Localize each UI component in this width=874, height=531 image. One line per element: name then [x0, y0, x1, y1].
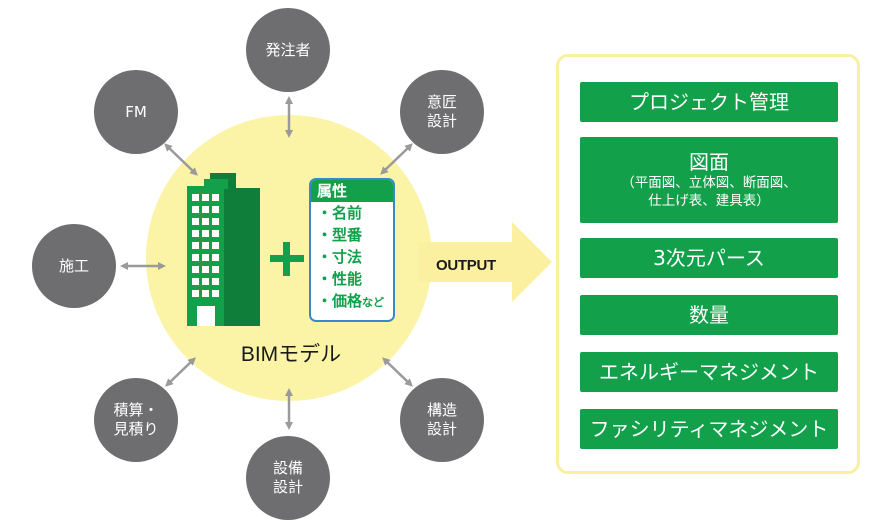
attribute-text: 寸法	[332, 248, 363, 266]
output-item-project-management: プロジェクト管理	[580, 82, 838, 122]
attribute-text: 価格	[332, 292, 363, 310]
node-cost-estimation: 積算・ 見積り	[94, 378, 178, 462]
output-item-drawings: 図面 （平面図、立体図、断面図、 仕上げ表、建具表）	[580, 137, 838, 223]
attribute-suffix: など	[362, 296, 385, 309]
output-label: OUTPUT	[436, 257, 496, 274]
output-item-quantity: 数量	[580, 295, 838, 335]
node-fm: FM	[94, 70, 178, 154]
node-architectural-design: 意匠 設計	[400, 70, 484, 154]
output-panel: プロジェクト管理 図面 （平面図、立体図、断面図、 仕上げ表、建具表） 3次元パ…	[556, 54, 860, 474]
bullet: ・	[317, 248, 333, 266]
attribute-item: ・価格など	[311, 290, 393, 312]
attribute-text: 性能	[332, 270, 363, 288]
output-item-label: 3次元パース	[653, 246, 765, 270]
bim-model-label: BIMモデル	[240, 343, 342, 366]
double-arrow-icon	[164, 143, 198, 176]
output-item-energy-management: エネルギーマネジメント	[580, 352, 838, 392]
output-arrow-icon	[418, 222, 552, 302]
node-structural-design: 構造 設計	[400, 378, 484, 462]
attribute-item: ・型番	[311, 224, 393, 246]
node-construction: 施工	[32, 224, 116, 308]
node-label: 発注者	[265, 40, 311, 59]
attribute-text: 型番	[332, 226, 363, 244]
output-item-label: プロジェクト管理	[629, 90, 789, 114]
attribute-title: 属性	[311, 180, 393, 202]
building-icon	[187, 173, 260, 326]
attribute-text: 名前	[332, 204, 363, 222]
output-item-label: 数量	[689, 303, 729, 327]
bullet: ・	[317, 226, 333, 244]
double-arrow-icon	[165, 357, 196, 387]
double-arrow-icon	[380, 143, 413, 175]
attribute-item: ・寸法	[311, 246, 393, 268]
bullet: ・	[317, 292, 333, 310]
node-label: FM	[125, 102, 147, 121]
bullet: ・	[317, 270, 333, 288]
double-arrow-icon	[382, 357, 413, 387]
node-label: 構造 設計	[426, 401, 457, 438]
output-item-label: ファシリティマネジメント	[589, 417, 829, 441]
output-item-sub: （平面図、立体図、断面図、 仕上げ表、建具表）	[621, 175, 797, 209]
plus-icon	[270, 242, 304, 276]
attribute-item: ・名前	[311, 202, 393, 224]
node-label: 積算・ 見積り	[113, 401, 159, 438]
bullet: ・	[317, 204, 333, 222]
attribute-item: ・性能	[311, 268, 393, 290]
output-item-facility-management: ファシリティマネジメント	[580, 409, 838, 449]
attribute-box: 属性 ・名前 ・型番 ・寸法 ・性能 ・価格など	[309, 178, 395, 322]
output-item-label: エネルギーマネジメント	[599, 360, 819, 384]
node-orderer: 発注者	[246, 8, 330, 92]
output-item-label: 図面	[689, 150, 729, 174]
node-equipment-design: 設備 設計	[246, 436, 330, 520]
node-label: 設備 設計	[272, 459, 303, 496]
node-label: 施工	[58, 256, 89, 275]
output-item-3d-perspective: 3次元パース	[580, 238, 838, 278]
node-label: 意匠 設計	[426, 93, 457, 130]
